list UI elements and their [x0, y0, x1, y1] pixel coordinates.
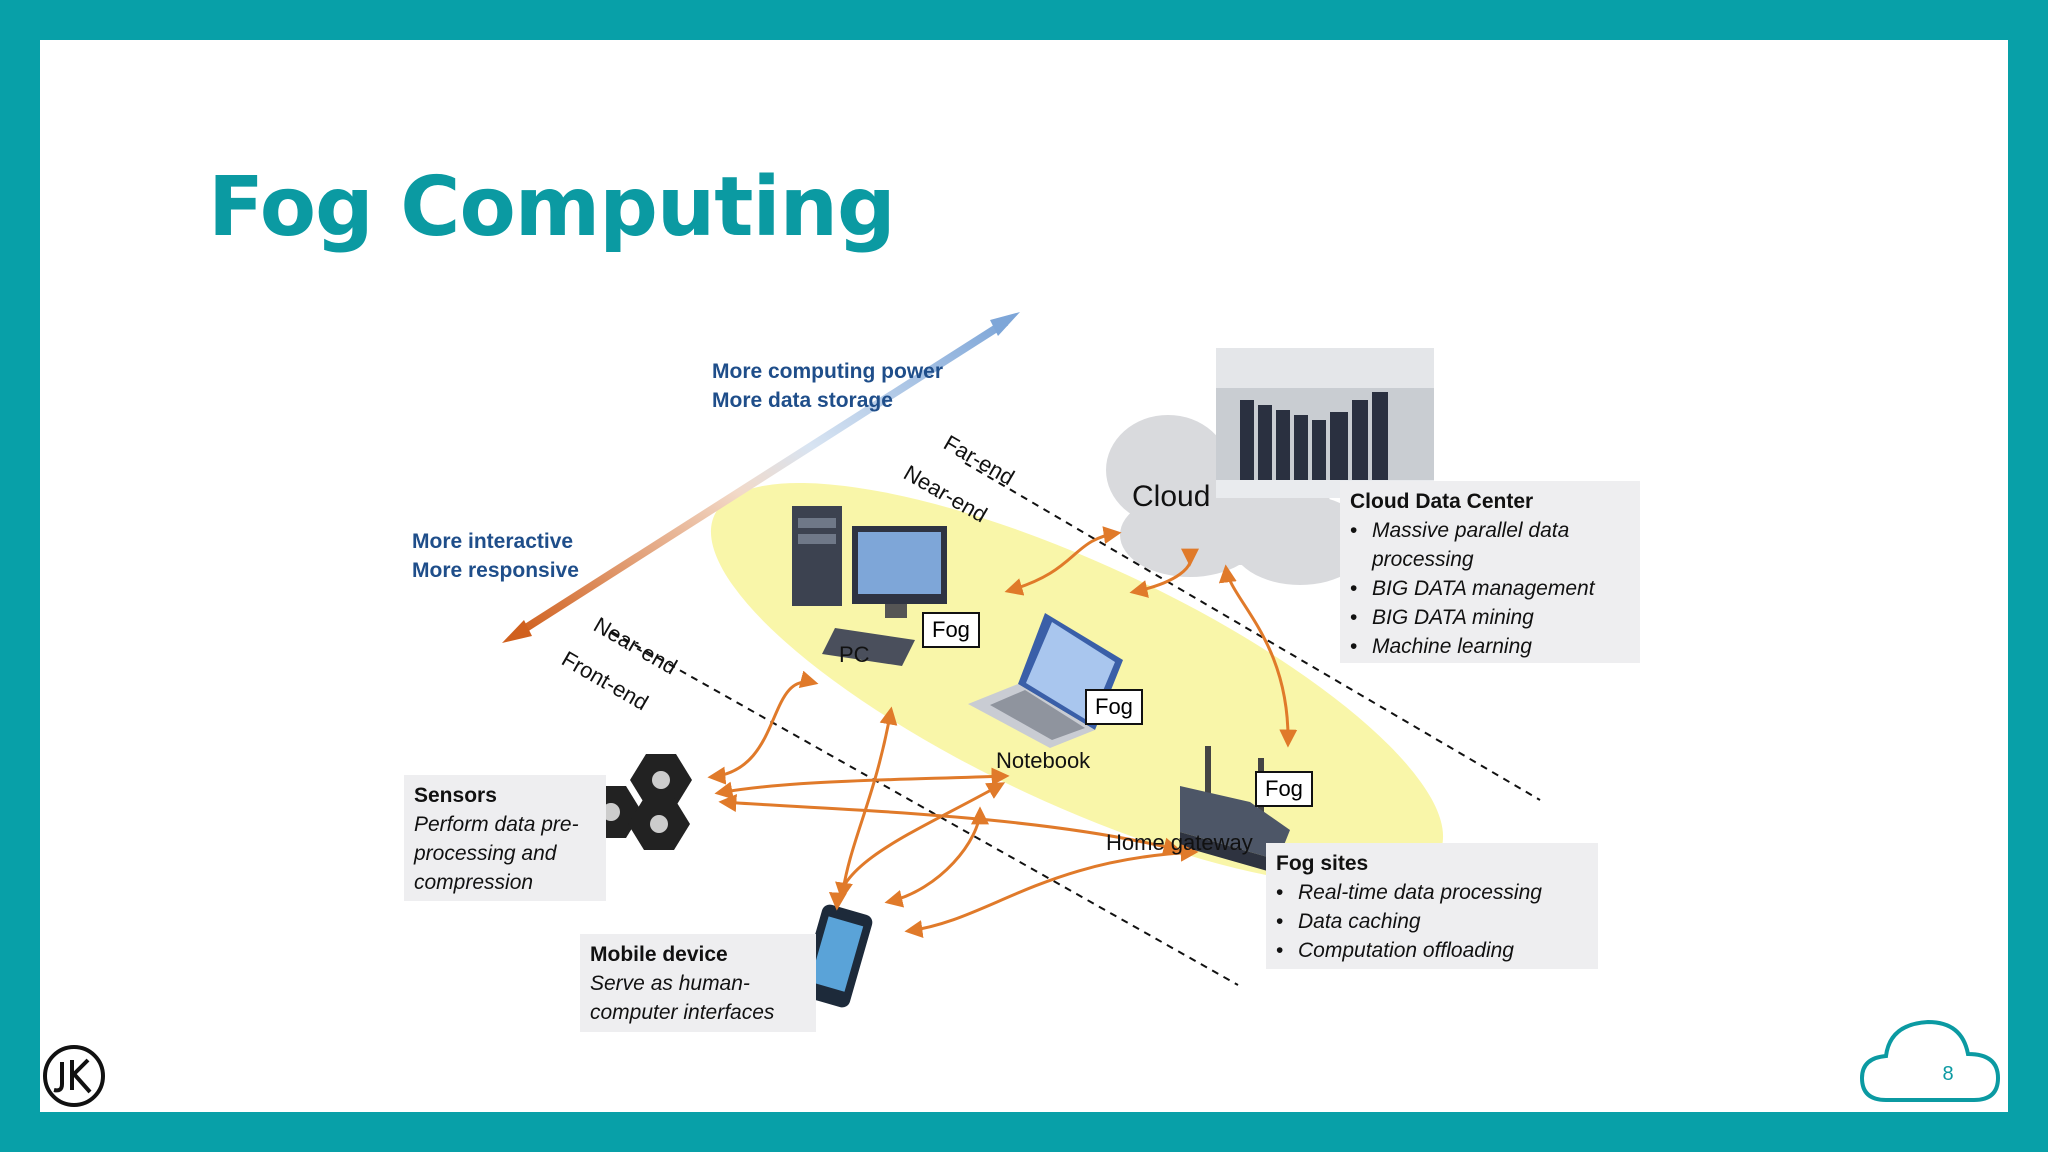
- pc-label: PC: [839, 642, 870, 667]
- axis-bottom-line-2: More responsive: [412, 559, 579, 582]
- jk-logo: [42, 1044, 106, 1108]
- fog-sites-heading: Fog sites: [1276, 852, 1369, 875]
- notebook-label: Notebook: [996, 748, 1091, 773]
- fog-bullet-2: Data caching: [1276, 907, 1588, 936]
- mobile-device-heading: Mobile device: [590, 943, 728, 966]
- gradient-axis-arrow: [502, 312, 1020, 643]
- cloud-bullet-4: Machine learning: [1350, 632, 1630, 661]
- fog-sites-list: Real-time data processing Data caching C…: [1276, 878, 1588, 965]
- sensors-description: Perform data pre-processing and compress…: [414, 813, 579, 894]
- cloud-label: Cloud: [1132, 480, 1211, 513]
- fog-tag-notebook: Fog: [1085, 689, 1143, 725]
- slide-title: Fog Computing: [208, 160, 896, 255]
- slide: Fog Computing: [40, 40, 2008, 1112]
- fog-sites-box: Fog sites Real-time data processing Data…: [1266, 843, 1598, 969]
- sensors-heading: Sensors: [414, 784, 497, 807]
- cloud-data-center-list: Massive parallel data processing BIG DAT…: [1350, 516, 1630, 661]
- fog-tag-gateway: Fog: [1255, 771, 1313, 807]
- mobile-device-icon: [799, 904, 873, 1008]
- axis-bottom-line-1: More interactive: [412, 530, 574, 553]
- axis-bottom-labels: More interactive More responsive: [412, 527, 579, 585]
- fog-bullet-3: Computation offloading: [1276, 936, 1588, 965]
- axis-top-line-1: More computing power: [712, 360, 943, 383]
- fog-bullet-1: Real-time data processing: [1276, 878, 1588, 907]
- mobile-device-box: Mobile device Serve as human-computer in…: [580, 934, 816, 1032]
- connection-arrows: [707, 526, 1298, 938]
- cloud-data-center-heading: Cloud Data Center: [1350, 490, 1534, 513]
- axis-top-line-2: More data storage: [712, 389, 893, 412]
- cloud-bullet-1: Massive parallel data processing: [1350, 516, 1630, 574]
- jk-logo-icon: [43, 1045, 105, 1107]
- cloud-page-icon: [1859, 1019, 2001, 1102]
- home-gateway-label: Home gateway: [1106, 830, 1253, 855]
- fog-computing-diagram: [502, 312, 1541, 1008]
- axis-top-labels: More computing power More data storage: [712, 357, 943, 415]
- sensors-box: Sensors Perform data pre-processing and …: [404, 775, 606, 901]
- fog-tag-pc: Fog: [922, 612, 980, 648]
- pc-icon: [792, 506, 947, 666]
- page-number: 8: [1942, 1063, 1954, 1085]
- cloud-bullet-2: BIG DATA management: [1350, 574, 1630, 603]
- cloud-bullet-3: BIG DATA mining: [1350, 603, 1630, 632]
- cloud-data-center-box: Cloud Data Center Massive parallel data …: [1340, 481, 1640, 663]
- mobile-device-description: Serve as human-computer interfaces: [590, 972, 775, 1024]
- cloud-shape: [1106, 415, 1370, 585]
- data-center-photo: [1216, 348, 1434, 498]
